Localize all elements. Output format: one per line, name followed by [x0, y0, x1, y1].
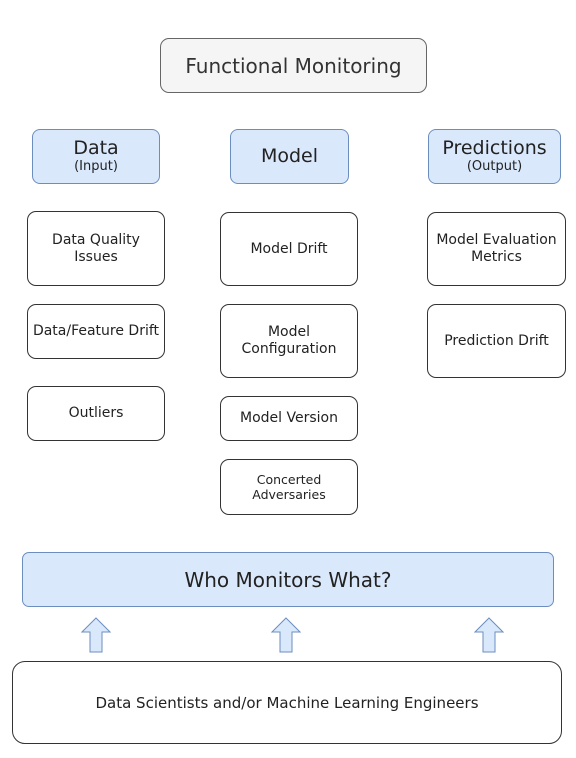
- item-label: Outliers: [68, 405, 124, 422]
- item-label: Concerted Adversaries: [252, 472, 326, 502]
- who-monitors-banner: Who Monitors What?: [22, 552, 554, 607]
- item-label: Model Evaluation Metrics: [436, 232, 557, 265]
- item-data-quality-issues: Data Quality Issues: [27, 211, 165, 286]
- item-label: Model Version: [240, 410, 338, 427]
- diagram-title: Functional Monitoring: [160, 38, 427, 93]
- item-concerted-adversaries: Concerted Adversaries: [220, 459, 358, 515]
- stakeholders-text: Data Scientists and/or Machine Learning …: [95, 693, 479, 712]
- item-label: Model Configuration: [241, 324, 337, 357]
- item-data-feature-drift: Data/Feature Drift: [27, 304, 165, 359]
- column-header-data: Data (Input): [32, 129, 160, 184]
- up-arrow-icon: [474, 617, 504, 653]
- item-model-evaluation-metrics: Model Evaluation Metrics: [427, 212, 566, 286]
- item-model-drift: Model Drift: [220, 212, 358, 286]
- column-header-data-label: Data: [73, 137, 119, 160]
- column-header-model-label: Model: [260, 144, 319, 167]
- up-arrow-icon: [271, 617, 301, 653]
- stakeholders-box: Data Scientists and/or Machine Learning …: [12, 661, 562, 744]
- banner-text: Who Monitors What?: [184, 567, 392, 592]
- item-outliers: Outliers: [27, 386, 165, 441]
- diagram-title-text: Functional Monitoring: [185, 53, 402, 78]
- item-prediction-drift: Prediction Drift: [427, 304, 566, 378]
- item-label: Model Drift: [250, 240, 328, 257]
- column-header-model: Model: [230, 129, 349, 184]
- item-label: Prediction Drift: [444, 332, 549, 349]
- column-header-predictions-sublabel: (Output): [466, 158, 523, 174]
- item-model-version: Model Version: [220, 396, 358, 441]
- item-model-configuration: Model Configuration: [220, 304, 358, 378]
- up-arrow-icon: [81, 617, 111, 653]
- column-header-predictions-label: Predictions: [442, 137, 547, 160]
- item-label: Data/Feature Drift: [32, 323, 160, 340]
- column-header-predictions: Predictions (Output): [428, 129, 561, 184]
- column-header-data-sublabel: (Input): [74, 158, 118, 174]
- item-label: Data Quality Issues: [52, 231, 140, 265]
